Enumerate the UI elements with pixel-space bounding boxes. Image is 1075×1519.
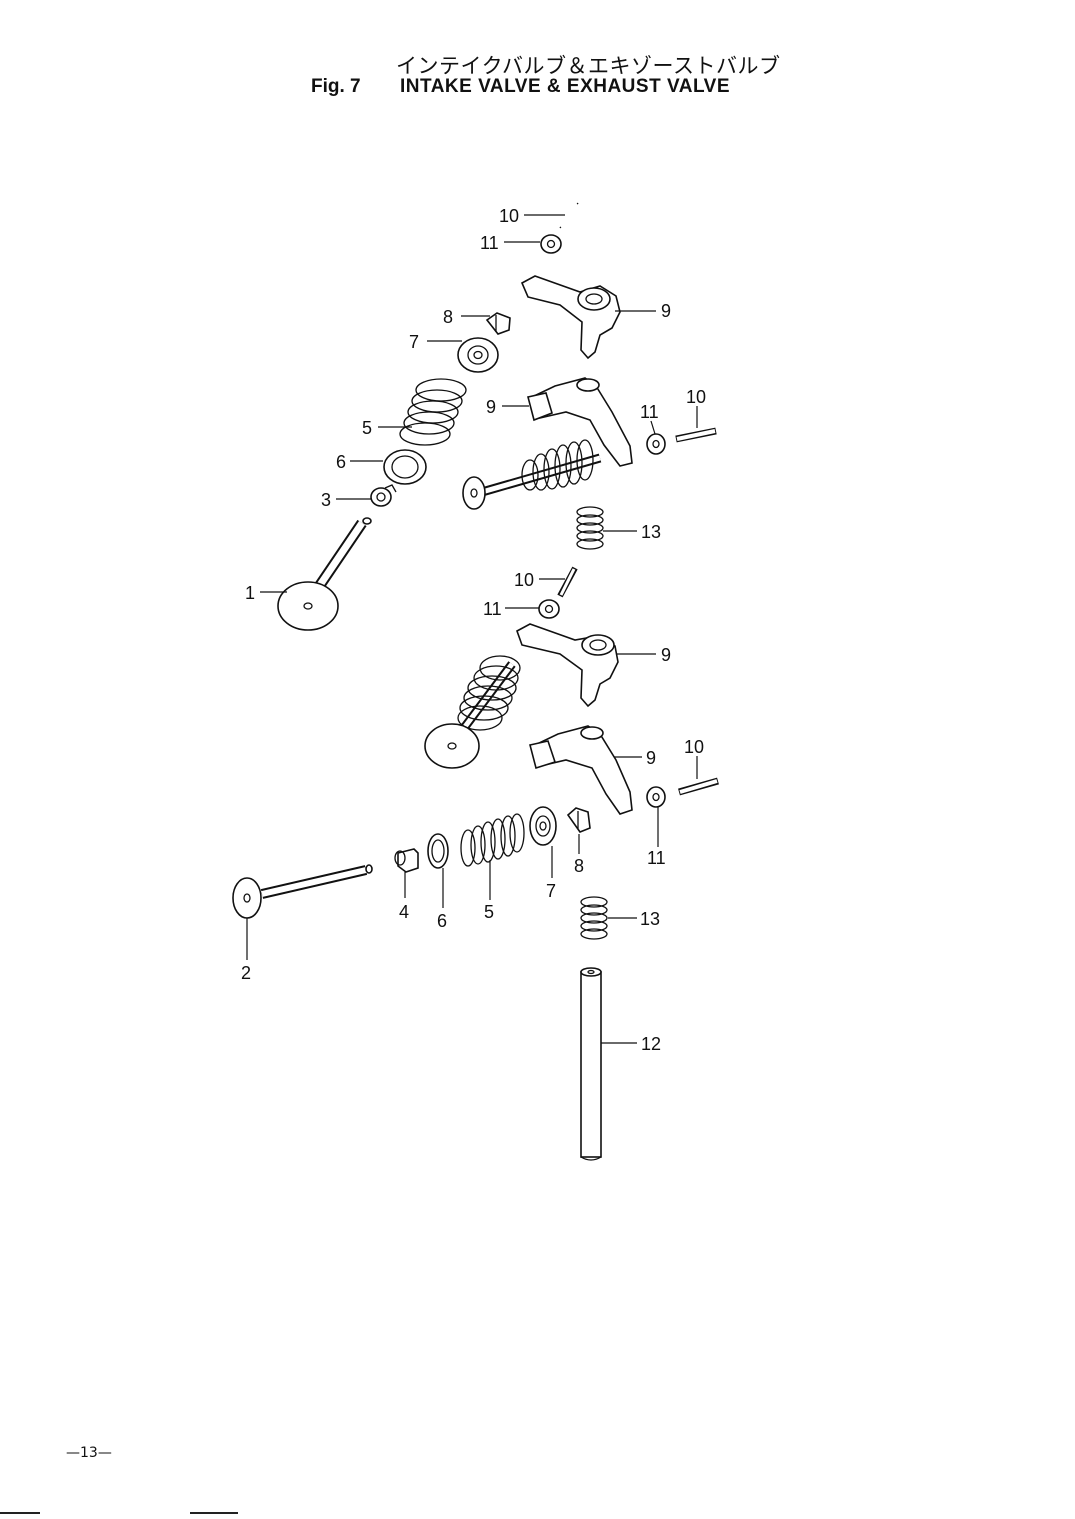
callout-10: 10 [686,387,706,407]
footer-rule [190,1512,238,1514]
stem-seal [370,484,397,507]
callout-labels: 10 11 8 7 9 9 11 10 5 6 3 13 1 10 11 9 9… [241,206,706,1054]
lock-nut [646,433,666,455]
stud-bolt [559,202,579,229]
spring-retainer [529,806,557,846]
intake-valve [277,517,372,631]
figure-title-english: INTAKE VALVE & EXHAUST VALVE [400,76,730,97]
callout-12: 12 [641,1034,661,1054]
rotator-spring [580,896,608,940]
callout-6: 6 [437,911,447,931]
valve-keeper [485,312,511,335]
callout-13: 13 [641,522,661,542]
callout-10: 10 [514,570,534,590]
callout-11: 11 [647,848,666,868]
spring-seat-washer [383,449,427,485]
stud-bolt [678,777,719,796]
callout-9: 9 [661,645,671,665]
assembled-valve-group [424,655,521,769]
assembled-valve-group [462,439,602,510]
callout-10: 10 [499,206,519,226]
callout-2: 2 [241,963,251,983]
page-number: —13— [66,1445,112,1461]
callout-9: 9 [486,397,496,417]
rocker-arm [516,623,619,708]
rocker-arm [529,725,633,815]
callout-5: 5 [484,902,494,922]
valve-keeper [566,807,591,833]
spring-seat-washer [427,833,449,869]
callout-8: 8 [574,856,584,876]
callout-3: 3 [321,490,331,510]
lock-nut [646,786,666,808]
exhaust-valve [232,864,373,919]
callout-11: 11 [480,233,499,253]
valve-spring [460,813,525,867]
push-rod [580,967,602,1161]
callout-6: 6 [336,452,346,472]
callout-7: 7 [546,881,556,901]
callout-11: 11 [640,402,659,422]
callout-7: 7 [409,332,419,352]
callout-9: 9 [661,301,671,321]
callout-11: 11 [483,599,502,619]
callout-5: 5 [362,418,372,438]
callout-13: 13 [640,909,660,929]
lock-nut [538,599,560,619]
footer-rule [0,1512,40,1514]
figure-number: Fig. 7 [311,76,361,97]
rocker-arm [520,275,621,360]
callout-10: 10 [684,737,704,757]
rotator-spring [576,506,604,550]
callout-9: 9 [646,748,656,768]
callout-8: 8 [443,307,453,327]
lock-nut [540,234,562,254]
callout-4: 4 [399,902,409,922]
figure-title-japanese: インテイクバルブ＆エキゾーストバルブ [396,54,781,78]
spring-retainer [457,337,499,373]
stud-bolt [675,427,717,443]
valve-spring [399,378,467,446]
callout-1: 1 [245,583,255,603]
valve-guide [394,848,419,873]
rocker-arm [527,377,633,467]
leader-lines [246,214,698,1044]
stud-bolt [557,566,578,598]
